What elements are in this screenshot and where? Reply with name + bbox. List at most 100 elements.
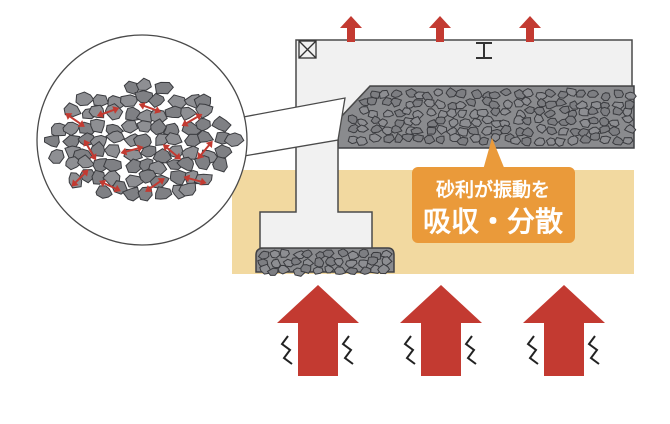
gravel-stone <box>370 90 382 99</box>
gravel-stone <box>521 117 532 126</box>
gravel-stone <box>613 89 625 99</box>
gravel-stone <box>181 145 199 160</box>
gravel-stone <box>77 154 96 169</box>
vibration-zigzag-icon <box>587 335 600 365</box>
i-beam-icon <box>476 42 492 59</box>
gravel-stone <box>390 97 403 108</box>
gravel-stone <box>579 118 591 129</box>
gravel-stone <box>499 124 512 135</box>
scatter-arrow-icon <box>65 113 85 127</box>
scatter-arrow-icon <box>162 144 182 160</box>
gravel-stone <box>394 132 404 144</box>
magnified-gravel-circle <box>36 34 248 246</box>
gravel-stone <box>488 91 501 100</box>
scatter-arrow-icon <box>197 140 213 160</box>
gravel-stone <box>455 100 467 110</box>
scatter-arrows <box>65 102 213 193</box>
gravel-stone <box>347 135 360 145</box>
gravel-stone <box>521 127 534 138</box>
gravel-stone <box>575 89 587 98</box>
gravel-stone <box>136 120 153 133</box>
gravel-stone <box>599 135 612 145</box>
gravel-stone <box>546 126 558 136</box>
gravel-stone <box>578 107 590 117</box>
gravel-stone <box>401 107 412 116</box>
gravel-stone <box>612 106 624 116</box>
gravel-stone <box>300 249 313 259</box>
gravel-stone <box>579 134 593 144</box>
gravel-stone <box>366 96 378 106</box>
gravel-stone <box>95 185 113 199</box>
gravel-stone <box>521 88 534 98</box>
gravel-stone <box>154 186 173 200</box>
gravel-stone <box>269 249 281 259</box>
gravel-stone <box>125 174 146 188</box>
gravel-stone <box>533 137 546 146</box>
gravel-stone <box>598 116 610 127</box>
gravel-stone <box>223 132 245 148</box>
gravel-stone <box>257 250 270 260</box>
gravel-stone <box>403 117 414 127</box>
gravel-stone <box>169 169 187 186</box>
gravel-stone <box>470 117 483 128</box>
gravel-stone <box>469 133 481 143</box>
gravel-stone <box>65 156 82 171</box>
gravel-stone <box>381 96 394 107</box>
gravel-stone <box>409 115 422 126</box>
gravel-stone <box>599 125 611 134</box>
gravel-stone <box>435 135 445 145</box>
vibration-zigzag-icon <box>280 335 293 365</box>
gravel-stone <box>90 118 106 134</box>
gravel-stone <box>436 124 448 136</box>
gravel-stone <box>105 130 126 144</box>
gravel-stone <box>63 102 82 118</box>
gravel-stone <box>102 158 123 172</box>
gravel-stones <box>347 87 637 147</box>
vibration-zigzag-icon <box>403 335 416 365</box>
gravel-stone <box>448 117 459 128</box>
gravel-stone <box>176 156 195 172</box>
gravel-stone <box>180 106 198 122</box>
gravel-stone <box>456 127 469 137</box>
gravel-stone <box>423 98 435 108</box>
gravel-stone <box>544 100 558 110</box>
gravel-stone <box>300 264 312 275</box>
gravel-stone <box>465 98 477 108</box>
gravel-stone <box>410 126 424 135</box>
vibration-zigzag-icon <box>341 335 354 365</box>
gravel-stone <box>366 256 379 266</box>
gravel-stone <box>214 144 233 159</box>
gravel-stone <box>459 118 472 128</box>
gravel-stone <box>347 250 360 261</box>
gravel-stone <box>390 124 403 134</box>
scatter-arrow-icon <box>120 144 144 156</box>
upward-arrow-icon-large-1 <box>277 285 359 376</box>
gravel-stone <box>587 106 599 115</box>
gravel-stone <box>344 267 359 276</box>
gravel-stone <box>490 133 501 143</box>
gravel-stone <box>426 108 437 117</box>
scatter-arrow-icon <box>96 106 120 118</box>
gravel-stone <box>358 248 370 259</box>
upward-arrow-icon-large-2 <box>400 285 482 376</box>
gravel-stone <box>520 96 532 107</box>
scatter-arrow-icon <box>83 139 97 161</box>
gravel-stone <box>154 81 174 95</box>
gravel-stone <box>490 107 501 117</box>
gravel-stone <box>135 77 152 91</box>
gravel-stone <box>382 109 395 118</box>
gravel-stone <box>513 115 525 125</box>
gravel-stone <box>369 133 383 143</box>
gravel-stone <box>164 105 184 119</box>
gravel-stone <box>544 88 557 98</box>
gravel-stone <box>378 89 390 99</box>
gravel-stone <box>291 257 303 266</box>
scatter-arrow-icon <box>183 174 207 186</box>
gravel-stone <box>412 134 424 143</box>
gravel-stone <box>445 87 458 98</box>
gravel-stone <box>426 127 437 135</box>
gravel-stone <box>401 133 415 143</box>
gravel-stone <box>152 148 173 164</box>
gravel-stone <box>337 248 349 258</box>
